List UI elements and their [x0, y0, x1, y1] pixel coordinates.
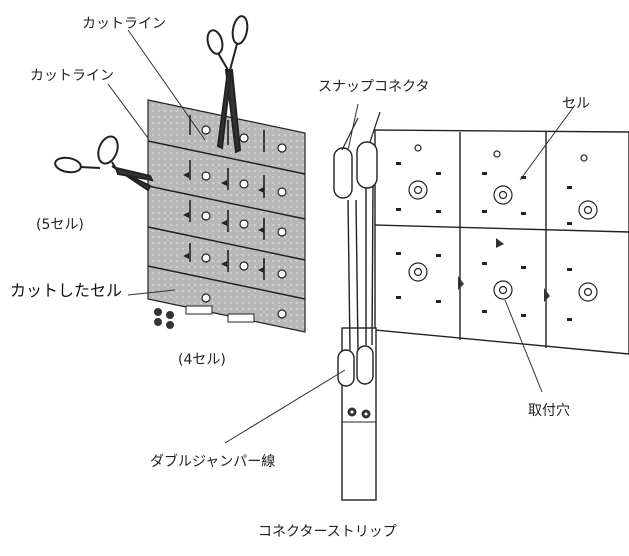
label-connector-strip: コネクターストリップ [258, 524, 397, 540]
cut-scissor-marks [458, 238, 550, 302]
leader-lines [107, 29, 576, 444]
label-cell: セル [562, 96, 590, 112]
cut-panel [147, 99, 306, 333]
cut-lines [147, 140, 306, 300]
label-cut-line-left: カットライン [30, 68, 114, 84]
label-cut-line-top: カットライン [82, 16, 166, 32]
label-five-cells: (5セル) [36, 217, 84, 233]
label-double-jumper: ダブルジャンパー線 [150, 454, 276, 470]
cut-marks [183, 172, 264, 273]
label-snap-connector: スナップコネクタ [318, 79, 430, 95]
double-jumper-wire [333, 111, 381, 387]
label-mounting-hole: 取付穴 [528, 403, 570, 419]
label-cut-cell: カットしたセル [10, 281, 123, 300]
panel-terminals [154, 305, 255, 329]
cell-holes [408, 144, 598, 302]
cell-tabs [396, 162, 572, 321]
panel-holes [201, 125, 287, 319]
label-four-cells: (4セル) [178, 352, 226, 368]
scissors-top-icon [206, 15, 249, 154]
cell-panel [374, 129, 629, 355]
scissors-left-icon [54, 135, 154, 192]
